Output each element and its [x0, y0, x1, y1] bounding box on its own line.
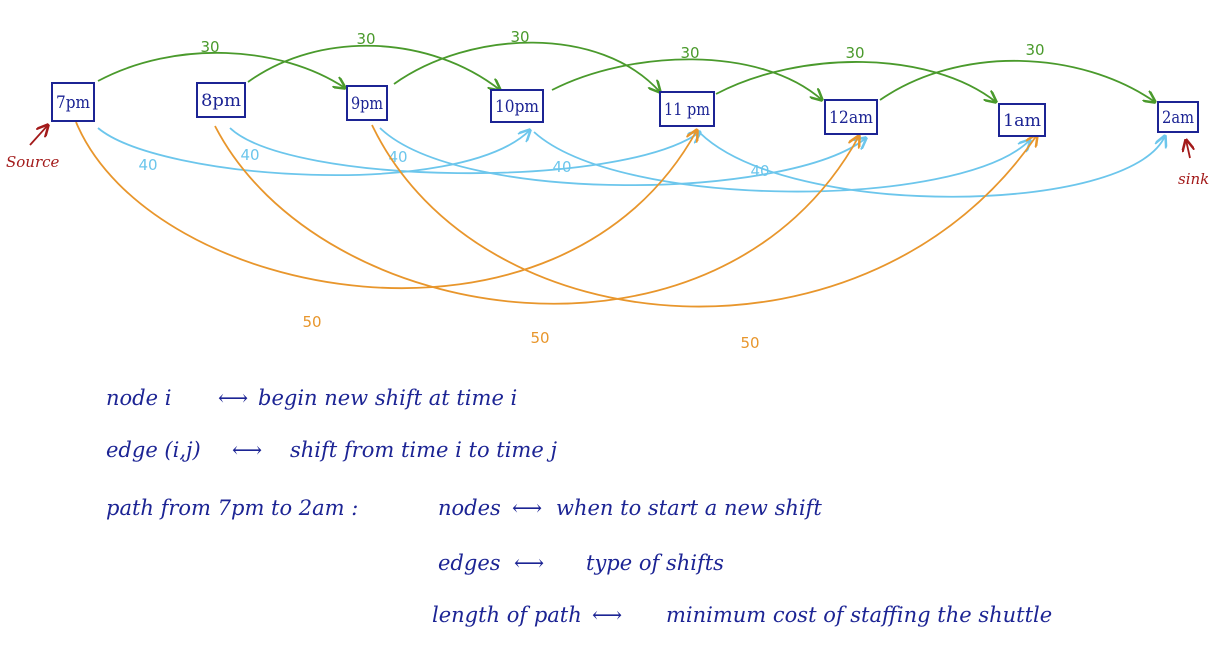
note-line2-right: shift from time i to time j [290, 438, 557, 462]
note-line5-arrow: ⟷ [592, 603, 623, 627]
node-label-8pm: 8pm [201, 91, 241, 111]
node-2am: 2am [1157, 101, 1199, 133]
node-box-7pm [51, 82, 95, 122]
sink-label: sink [1178, 170, 1209, 188]
note-line3-arrow: ⟷ [512, 496, 543, 520]
node-label-7pm: 7pm [56, 93, 90, 113]
edge-8pm-to-11pm [229, 127, 700, 175]
note-line5-left: length of path [432, 603, 582, 627]
note-line1-arrow: ⟷ [218, 386, 249, 410]
edge-10pm-to-12am [551, 58, 822, 100]
node-box-10pm [490, 89, 544, 123]
annotations-layer: Source sink [6, 125, 1209, 188]
node-label-10pm: 10pm [495, 97, 539, 117]
edge-weight-label-9pm-to-11pm: 30 [510, 28, 529, 46]
node-12am: 12am [824, 99, 878, 135]
note-line3-right: nodes [438, 496, 501, 520]
edge-weight-label-8pm-to-10pm: 30 [356, 30, 375, 48]
note-line1-right: begin new shift at time i [258, 386, 518, 410]
edge-12am-to-2am [879, 59, 1155, 102]
edge-weight-label-9pm-to-1am: 50 [740, 334, 759, 352]
edge-weight-label-11pm-to-1am: 30 [845, 44, 864, 62]
edge-weight-label-10pm-to-1am: 40 [552, 158, 571, 176]
edge-9pm-to-11pm [393, 41, 660, 92]
note-line4-left: edges [438, 551, 501, 575]
node-7pm: 7pm [51, 82, 95, 122]
node-box-11pm [659, 91, 715, 127]
edges-layer: 30 30 30 30 30 30 40 40 40 40 40 50 50 50 [75, 28, 1165, 352]
source-label: Source [6, 153, 60, 171]
node-box-9pm [346, 85, 388, 121]
node-10pm: 10pm [490, 89, 544, 123]
edge-weight-label-7pm-to-9pm: 30 [200, 38, 219, 56]
edge-weight-label-8pm-to-12am: 50 [530, 329, 549, 347]
note-line4-right: type of shifts [586, 551, 724, 575]
node-label-1am: 1am [1003, 111, 1041, 131]
edge-7pm-to-11pm [75, 121, 697, 289]
node-box-2am [1157, 101, 1199, 133]
node-box-12am [824, 99, 878, 135]
edge-9pm-to-12am [379, 127, 866, 187]
source-arrow [29, 125, 48, 146]
node-9pm: 9pm [346, 85, 388, 121]
edge-weight-label-11pm-to-2am: 40 [750, 162, 769, 180]
note-line2-arrow: ⟷ [232, 438, 263, 462]
edge-10pm-to-1am [533, 131, 1030, 193]
note-line4-arrow: ⟷ [514, 551, 545, 575]
sink-arrow [1186, 140, 1190, 159]
edge-weight-label-8pm-to-11pm: 40 [240, 146, 259, 164]
node-label-9pm: 9pm [351, 94, 383, 114]
note-line3-right2: when to start a new shift [556, 496, 822, 520]
edge-8pm-to-10pm [247, 44, 500, 90]
note-line5-right: minimum cost of staffing the shuttle [666, 603, 1053, 627]
edge-weight-label-7pm-to-10pm: 40 [138, 156, 157, 174]
edge-weight-label-7pm-to-11pm: 50 [302, 313, 321, 331]
node-8pm: 8pm [196, 82, 246, 118]
edge-7pm-to-9pm [97, 51, 345, 88]
edge-9pm-to-1am [371, 124, 1037, 308]
edge-weight-label-12am-to-2am: 30 [1025, 41, 1044, 59]
edge-11pm-to-2am [699, 133, 1165, 198]
note-line3-left: path from 7pm to 2am : [106, 496, 359, 520]
node-1am: 1am [998, 103, 1046, 137]
nodes-layer: 7pm 8pm 9pm 10pm 11 pm 12am 1am 2am [51, 82, 1199, 137]
node-label-12am: 12am [829, 108, 873, 128]
edge-weight-label-9pm-to-12am: 40 [388, 148, 407, 166]
note-line1-left: node i [106, 386, 172, 410]
node-11pm: 11 pm [659, 91, 715, 127]
edge-weight-label-10pm-to-12am: 30 [680, 44, 699, 62]
edge-11pm-to-1am [715, 61, 996, 102]
node-label-2am: 2am [1162, 108, 1194, 128]
note-line2-left: edge (i,j) [106, 438, 201, 462]
edge-8pm-to-12am [214, 125, 859, 305]
edge-7pm-to-10pm [97, 128, 530, 177]
node-box-8pm [196, 82, 246, 118]
node-label-11pm: 11 pm [664, 100, 710, 120]
node-box-1am [998, 103, 1046, 137]
